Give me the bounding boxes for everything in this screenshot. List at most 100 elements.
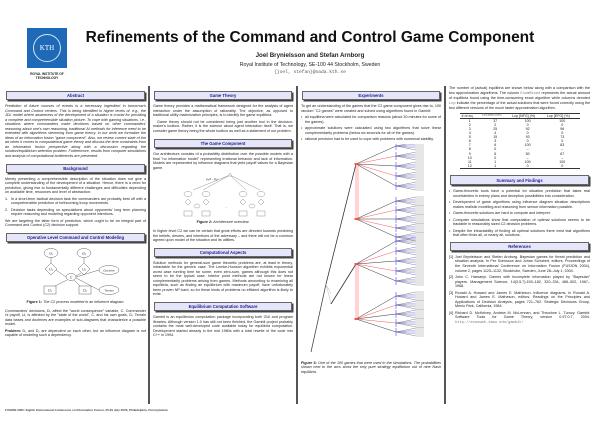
- background-item: 2.Decision tasks depending on speculatio…: [5, 207, 146, 217]
- table-cell: 8: [468, 147, 471, 152]
- payoff-label: [416, 209, 424, 211]
- payoff-label: [416, 278, 424, 280]
- payoff-label: [416, 216, 424, 218]
- table-cell: 6: [494, 151, 497, 156]
- tree-edge: [395, 198, 417, 201]
- tree-node: [354, 162, 358, 165]
- payoff-label: [416, 207, 424, 209]
- tree-edge: [395, 161, 417, 166]
- column-1: Abstract Prediction of future courses of…: [5, 88, 146, 340]
- payoff-label: [416, 256, 424, 258]
- payoff-label: [416, 335, 424, 337]
- summary-heading: Summary and Findings: [450, 174, 589, 185]
- payoff-label: [416, 177, 424, 179]
- table-cell: 4: [494, 131, 497, 136]
- background-item: 1.In a short-term tactical decision task…: [5, 196, 146, 206]
- email: {joel, stefan}@nada.kth.se: [274, 70, 346, 75]
- tree-edge: [395, 331, 417, 334]
- tree-edge: [325, 283, 332, 294]
- experiments-item: all equilibria were calculated for compa…: [301, 115, 441, 124]
- table-cell: 5: [468, 135, 471, 140]
- payoff-label: [416, 169, 424, 171]
- payoff-label: [416, 151, 424, 153]
- payoff-label: [416, 220, 424, 222]
- payoff-label: [416, 318, 424, 320]
- tree-edge: [395, 236, 417, 241]
- table-cell: 12: [459, 163, 481, 169]
- payoff-label: [416, 272, 424, 274]
- tree-node: [354, 262, 358, 265]
- table-cell: –: [561, 155, 564, 160]
- table-cell: 100: [524, 159, 531, 164]
- table-cell: 0: [494, 155, 497, 160]
- operative-problem: Problem: D₁ and D₂ are dependent on each…: [5, 328, 147, 338]
- tree-edge: [395, 209, 417, 214]
- tree-edge: [395, 238, 417, 241]
- tree-edge: [395, 227, 417, 232]
- table-cell: 0: [526, 139, 529, 144]
- results-intro: The number of (actual) equilibria are sh…: [449, 86, 590, 111]
- table-cell: 100: [559, 159, 566, 164]
- payoff-label: [416, 302, 424, 304]
- table-cell: 4: [468, 131, 471, 136]
- tree-edge: [395, 155, 417, 158]
- game-theory-p1: Game theory provides a mathematical fram…: [153, 104, 293, 118]
- experiments-intro: To get an understanding of the games tha…: [301, 104, 441, 113]
- tree-edge: [395, 153, 417, 156]
- tree-edge: [395, 320, 417, 323]
- payoff-label: [416, 218, 424, 220]
- table-cell: 0: [545, 163, 580, 169]
- tree-edge: [395, 300, 417, 305]
- tree-edge: [395, 309, 417, 314]
- tree-edge: [325, 283, 332, 304]
- tree-edge: [395, 302, 417, 305]
- payoff-label: [416, 280, 424, 282]
- tree-edge: [355, 209, 397, 220]
- game-component-after: In higher level C2 we can be certain tha…: [153, 229, 293, 243]
- references-heading: References: [450, 241, 589, 251]
- payoff-label: [416, 299, 424, 301]
- tree-edge: [395, 276, 417, 281]
- payoff-label: [416, 266, 424, 268]
- tree-edge: [395, 173, 417, 176]
- payoff-label: [416, 234, 424, 236]
- payoff-label: [416, 250, 424, 252]
- payoff-label: [416, 155, 424, 157]
- payoff-label: [416, 232, 424, 234]
- tree-edge: [395, 313, 417, 318]
- tree-node: [354, 217, 358, 220]
- payoff-label: [416, 258, 424, 260]
- payoff-label: [416, 331, 424, 333]
- node-u1: [44, 262, 57, 276]
- payoff-label: [416, 187, 424, 189]
- tree-edge: [395, 143, 407, 146]
- summary-item: Game-theoretic tools have a potential fo…: [449, 189, 590, 198]
- tree-edge: [395, 295, 417, 300]
- payoff-label: [416, 149, 424, 151]
- summary-item: Game-theoretic solutions are hard to com…: [449, 211, 590, 216]
- tree-edge: [395, 151, 417, 156]
- tree-edge: [395, 185, 417, 190]
- tree-edge: [395, 280, 417, 285]
- reference-link[interactable]: http://econweb.tamu.edu/gambit/: [455, 320, 524, 325]
- figure-2-caption: Figure 2: Architecture overview.: [196, 220, 250, 225]
- summary-item: Computer simulations show that computati…: [449, 218, 590, 227]
- payoff-label: [416, 196, 424, 198]
- payoff-label: [416, 327, 424, 329]
- node-u2: [77, 262, 90, 276]
- label-doctrine: Doctrine: [103, 268, 115, 272]
- table-cell: 10: [467, 155, 472, 160]
- background-intro: Merely presenting a comprehensible descr…: [5, 176, 146, 195]
- payoff-label: [416, 324, 424, 326]
- tree-edge: [395, 291, 417, 296]
- tree-edge: [395, 329, 417, 332]
- payoff-label: [416, 248, 424, 250]
- payoff-label: [416, 333, 424, 335]
- label-d2: D₂: [83, 288, 88, 292]
- tree-edge: [395, 240, 417, 243]
